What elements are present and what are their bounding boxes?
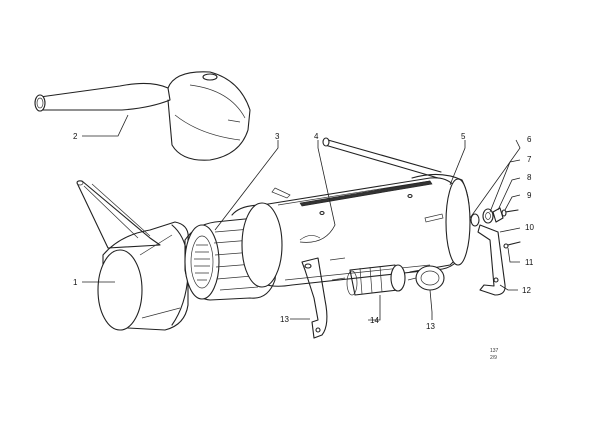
callout-labels: 1 2 3 4 5 6 7 8 9 10 11 12 13 13 14 xyxy=(73,132,534,331)
outlet-pipe-part xyxy=(331,264,406,296)
callout-2: 2 xyxy=(73,132,78,141)
clamp-ring-part xyxy=(407,265,445,291)
callout-7: 7 xyxy=(527,155,532,164)
callout-12: 12 xyxy=(522,286,531,295)
intake-snorkel-part xyxy=(34,71,251,161)
callout-4: 4 xyxy=(314,132,319,141)
callout-10: 10 xyxy=(525,223,534,232)
hardware-stack-part xyxy=(470,207,521,296)
callout-3: 3 xyxy=(275,132,280,141)
leader-lines xyxy=(82,114,521,321)
callout-1: 1 xyxy=(73,278,78,287)
callout-9: 9 xyxy=(527,191,532,200)
callout-13-left: 13 xyxy=(280,315,289,324)
reference-line-2: 2/9 xyxy=(490,355,497,361)
reference-line-1: 137 xyxy=(490,348,499,354)
reference-code: 137 2/9 xyxy=(490,348,499,361)
callout-8: 8 xyxy=(527,173,532,182)
callout-11: 11 xyxy=(525,258,534,267)
rear-housing-part xyxy=(322,137,471,273)
mounting-bracket-part xyxy=(301,257,328,339)
front-cover-part xyxy=(76,180,189,331)
callout-13-right: 13 xyxy=(426,322,435,331)
callout-6: 6 xyxy=(527,135,532,144)
housing-body-part xyxy=(231,177,463,288)
callout-14: 14 xyxy=(370,316,379,325)
callout-5: 5 xyxy=(461,132,466,141)
